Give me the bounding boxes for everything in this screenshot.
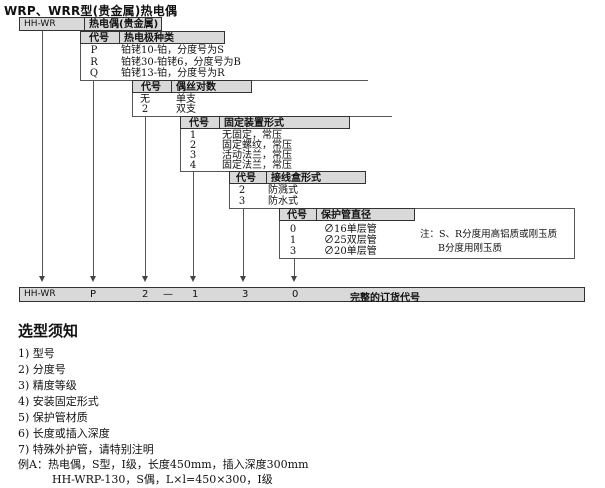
table-a-header: 代号 热电极种类 <box>80 31 225 44</box>
note-item-1: 1) 型号 <box>18 347 55 360</box>
table-c-code-header: 代号 <box>189 118 209 129</box>
table-c-desc-3: 固定法兰，常压 <box>222 160 292 171</box>
table-e-code-0: 0 <box>289 224 297 235</box>
table-c-name-header: 固定装置形式 <box>219 117 284 129</box>
note-item-6: 6) 长度或插入深度 <box>18 427 110 440</box>
example-line-1: 例A：热电偶，S型，I级，长度450mm，插入深度300mm <box>18 458 309 471</box>
arrow-down-icon <box>39 276 45 282</box>
table-e-note-2: B分度用刚玉质 <box>438 243 502 254</box>
table-a-desc-2: 铂铑13-铂，分度号为R <box>121 68 225 79</box>
arrow-down-icon <box>240 276 246 282</box>
table-c-header: 代号 固定装置形式 <box>180 116 350 129</box>
note-item-5: 5) 保护管材质 <box>18 411 88 424</box>
model-prefix: HH-WR <box>24 19 56 29</box>
order-code-0: 0 <box>292 289 299 300</box>
arrow-down-icon <box>142 276 148 282</box>
table-a-desc-0: 铂铑10-铂，分度号为S <box>121 45 224 56</box>
table-b-code-0: 无 <box>140 94 150 105</box>
order-code-3: 3 <box>242 289 249 300</box>
table-b-code-header: 代号 <box>141 82 161 93</box>
order-code-2: 2 <box>142 289 149 300</box>
table-d-desc-0: 防溅式 <box>268 185 298 196</box>
example-line-2: HH-WRP-130，S偶，L×l=450×300，I级 <box>52 473 273 486</box>
arrow-down-icon <box>291 276 297 282</box>
table-d-desc-1: 防水式 <box>268 196 298 207</box>
table-a-code-2: Q <box>89 68 99 79</box>
table-a-desc-1: 铂铑30-铂铑6，分度号为B <box>121 57 241 68</box>
header-thermocouple: 热电偶(贵金属) <box>84 18 158 30</box>
header-row-1: HH-WR 热电偶(贵金属) <box>19 17 162 31</box>
table-a-name-header: 热电极种类 <box>119 32 174 44</box>
order-code-1: 1 <box>192 289 199 300</box>
table-e-code-1: 1 <box>289 235 297 246</box>
table-e-desc-1: ∅25双层管 <box>324 235 377 246</box>
order-code-prefix: HH-WR <box>24 289 56 299</box>
order-code-bar: HH-WR P 2 — 1 3 0 完整的订货代号 <box>19 287 585 304</box>
table-e-desc-0: ∅16单层管 <box>324 224 377 235</box>
notes-heading: 选型须知 <box>18 322 79 340</box>
table-c-code-0: 1 <box>189 130 197 141</box>
table-a-code-1: R <box>90 57 98 68</box>
table-c-code-2: 3 <box>189 150 197 161</box>
order-code-label: 完整的订货代号 <box>350 293 420 304</box>
page-title: WRP、WRR型(贵金属)热电偶 <box>4 4 178 18</box>
arrow-down-icon <box>190 276 196 282</box>
table-d-code-0: 2 <box>238 185 246 196</box>
table-c-code-3: 4 <box>189 160 197 171</box>
note-item-2: 2) 分度号 <box>18 363 66 376</box>
note-item-7: 7) 特殊外护管，请特别注明 <box>18 443 154 456</box>
table-e-header: 代号 保护管直径 <box>279 208 415 221</box>
table-a-code-0: P <box>90 45 98 56</box>
table-d-name-header: 接线盒形式 <box>266 172 321 184</box>
table-d-code-1: 3 <box>238 196 246 207</box>
table-c-desc-1: 固定螺纹，常压 <box>222 140 292 151</box>
table-e-note-1: 注：S、R分度用高铝质或刚玉质 <box>420 229 558 240</box>
note-item-3: 3) 精度等级 <box>18 379 77 392</box>
table-d-code-header: 代号 <box>236 173 256 184</box>
table-c-desc-0: 无固定，常压 <box>222 130 282 141</box>
table-b-desc-1: 双支 <box>176 104 196 115</box>
table-e-code-header: 代号 <box>287 210 307 221</box>
table-b-desc-0: 单支 <box>176 94 196 105</box>
table-b-header: 代号 偶丝对数 <box>132 80 252 93</box>
note-item-4: 4) 安装固定形式 <box>18 395 99 408</box>
order-code-dash: — <box>163 289 173 300</box>
table-e-code-2: 3 <box>289 246 297 257</box>
table-c-desc-2: 活动法兰，常压 <box>222 150 292 161</box>
table-e-name-header: 保护管直径 <box>316 209 371 221</box>
table-b-code-1: 2 <box>141 104 149 115</box>
arrow-down-icon <box>90 276 96 282</box>
table-d-header: 代号 接线盒形式 <box>229 171 366 184</box>
table-e-desc-2: ∅20单层管 <box>324 246 377 257</box>
table-c-code-1: 2 <box>189 140 197 151</box>
order-code-p: P <box>90 289 97 300</box>
table-a-code-header: 代号 <box>89 33 109 44</box>
table-b-name-header: 偶丝对数 <box>171 81 216 93</box>
